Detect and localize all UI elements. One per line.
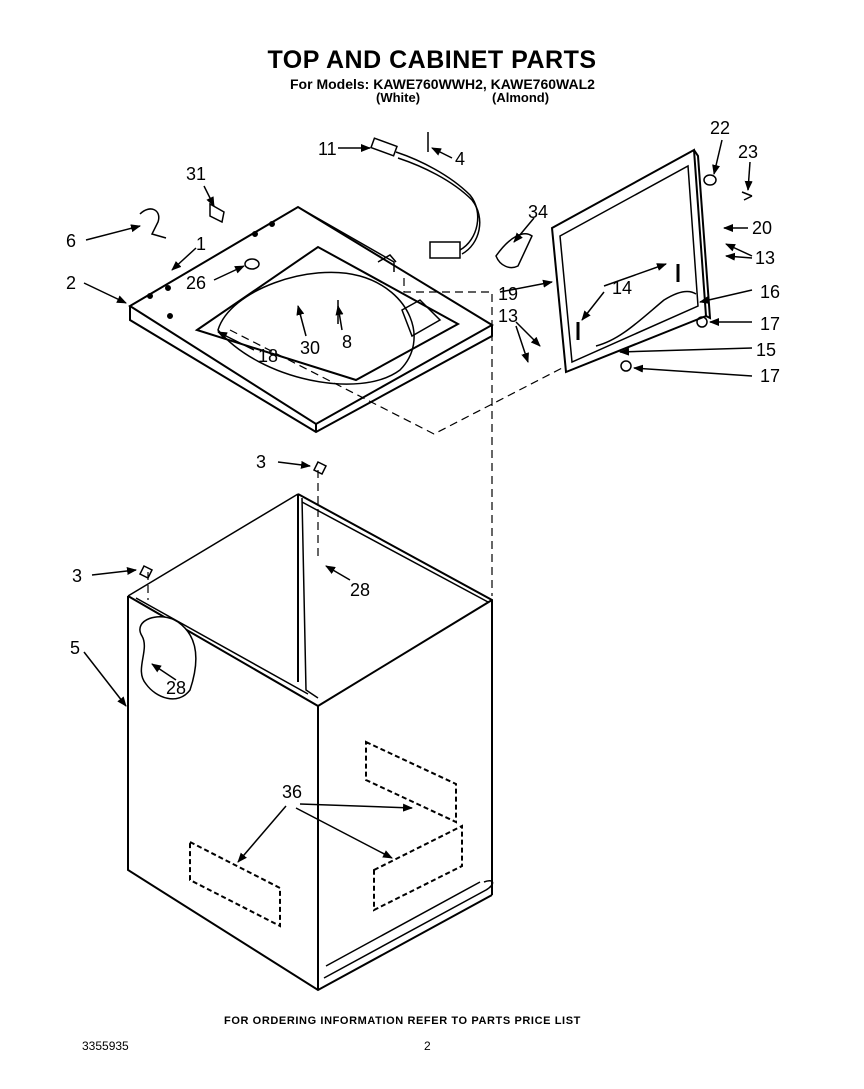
callout-28-lower: 28: [166, 678, 186, 698]
leader-36a: [237, 805, 287, 863]
leader-13b-2: [515, 325, 529, 363]
callout-23: 23: [738, 142, 758, 162]
callout-13-upper: 13: [755, 248, 775, 268]
leader-4: [431, 147, 453, 159]
callout-16: 16: [760, 282, 780, 302]
leader-30: [296, 305, 307, 337]
callout-13-lower: 13: [498, 306, 518, 326]
leader-1: [171, 247, 197, 271]
wire-harness: [370, 137, 481, 259]
leader-6: [85, 224, 141, 241]
callout-17-upper: 17: [760, 314, 780, 334]
callout-numbers: 11 4 31 6 1 2 26 18 30 8 34 19 22 23 20 …: [66, 118, 780, 802]
callout-22: 22: [710, 118, 730, 138]
leader-5: [83, 651, 127, 707]
leader-19: [499, 279, 553, 293]
callout-5: 5: [70, 638, 80, 658]
leader-23: [744, 161, 753, 191]
leader-3a: [277, 460, 311, 469]
ordering-info: FOR ORDERING INFORMATION REFER TO PARTS …: [224, 1015, 581, 1027]
callout-6: 6: [66, 231, 76, 251]
leader-14a: [603, 263, 667, 287]
callout-31: 31: [186, 164, 206, 184]
callout-17-lower: 17: [760, 366, 780, 386]
leader-8: [335, 305, 344, 331]
leader-31: [203, 185, 215, 207]
small-parts: [138, 132, 753, 580]
models-line: For Models: KAWE760WWH2, KAWE760WAL2: [290, 76, 595, 92]
leader-26: [213, 265, 245, 281]
callout-28-upper: 28: [350, 580, 370, 600]
leader-16: [699, 289, 753, 304]
callout-leaders: [83, 139, 753, 863]
leader-34: [513, 217, 535, 243]
leader-13a-1: [725, 243, 753, 257]
page-number: 2: [424, 1039, 431, 1053]
leader-28a: [325, 565, 351, 581]
leader-13b-1: [515, 321, 541, 347]
callout-11: 11: [318, 139, 337, 159]
top-assembly: [128, 205, 494, 434]
leader-17b: [633, 364, 753, 377]
callout-1: 1: [196, 234, 206, 254]
callout-4: 4: [455, 149, 465, 169]
callout-20: 20: [752, 218, 772, 238]
callout-3-upper: 3: [256, 452, 266, 472]
leader-3b: [91, 567, 137, 576]
document-number: 3355935: [82, 1039, 129, 1053]
callout-2: 2: [66, 273, 76, 293]
page-title: TOP AND CABINET PARTS: [267, 46, 597, 74]
callout-34: 34: [528, 202, 548, 222]
callout-18: 18: [258, 346, 278, 366]
leader-13a-2: [725, 252, 753, 261]
callout-14: 14: [612, 278, 632, 298]
leader-14b: [581, 291, 605, 321]
callout-3-lower: 3: [72, 566, 82, 586]
leader-22: [712, 139, 723, 175]
leader-15: [619, 347, 753, 356]
leader-28b: [151, 663, 177, 681]
lid-assembly: [550, 148, 712, 374]
callout-30: 30: [300, 338, 320, 358]
callout-15: 15: [756, 340, 776, 360]
leader-18: [217, 331, 255, 351]
leader-36b: [299, 803, 413, 812]
cabinet: [127, 493, 494, 992]
color-white-label: (White): [376, 90, 421, 105]
color-almond-label: (Almond): [492, 90, 550, 105]
callout-36: 36: [282, 782, 302, 802]
leader-36c: [295, 807, 393, 859]
callout-26: 26: [186, 273, 206, 293]
callout-8: 8: [342, 332, 352, 352]
callout-19: 19: [498, 284, 518, 304]
leader-2: [83, 282, 127, 304]
